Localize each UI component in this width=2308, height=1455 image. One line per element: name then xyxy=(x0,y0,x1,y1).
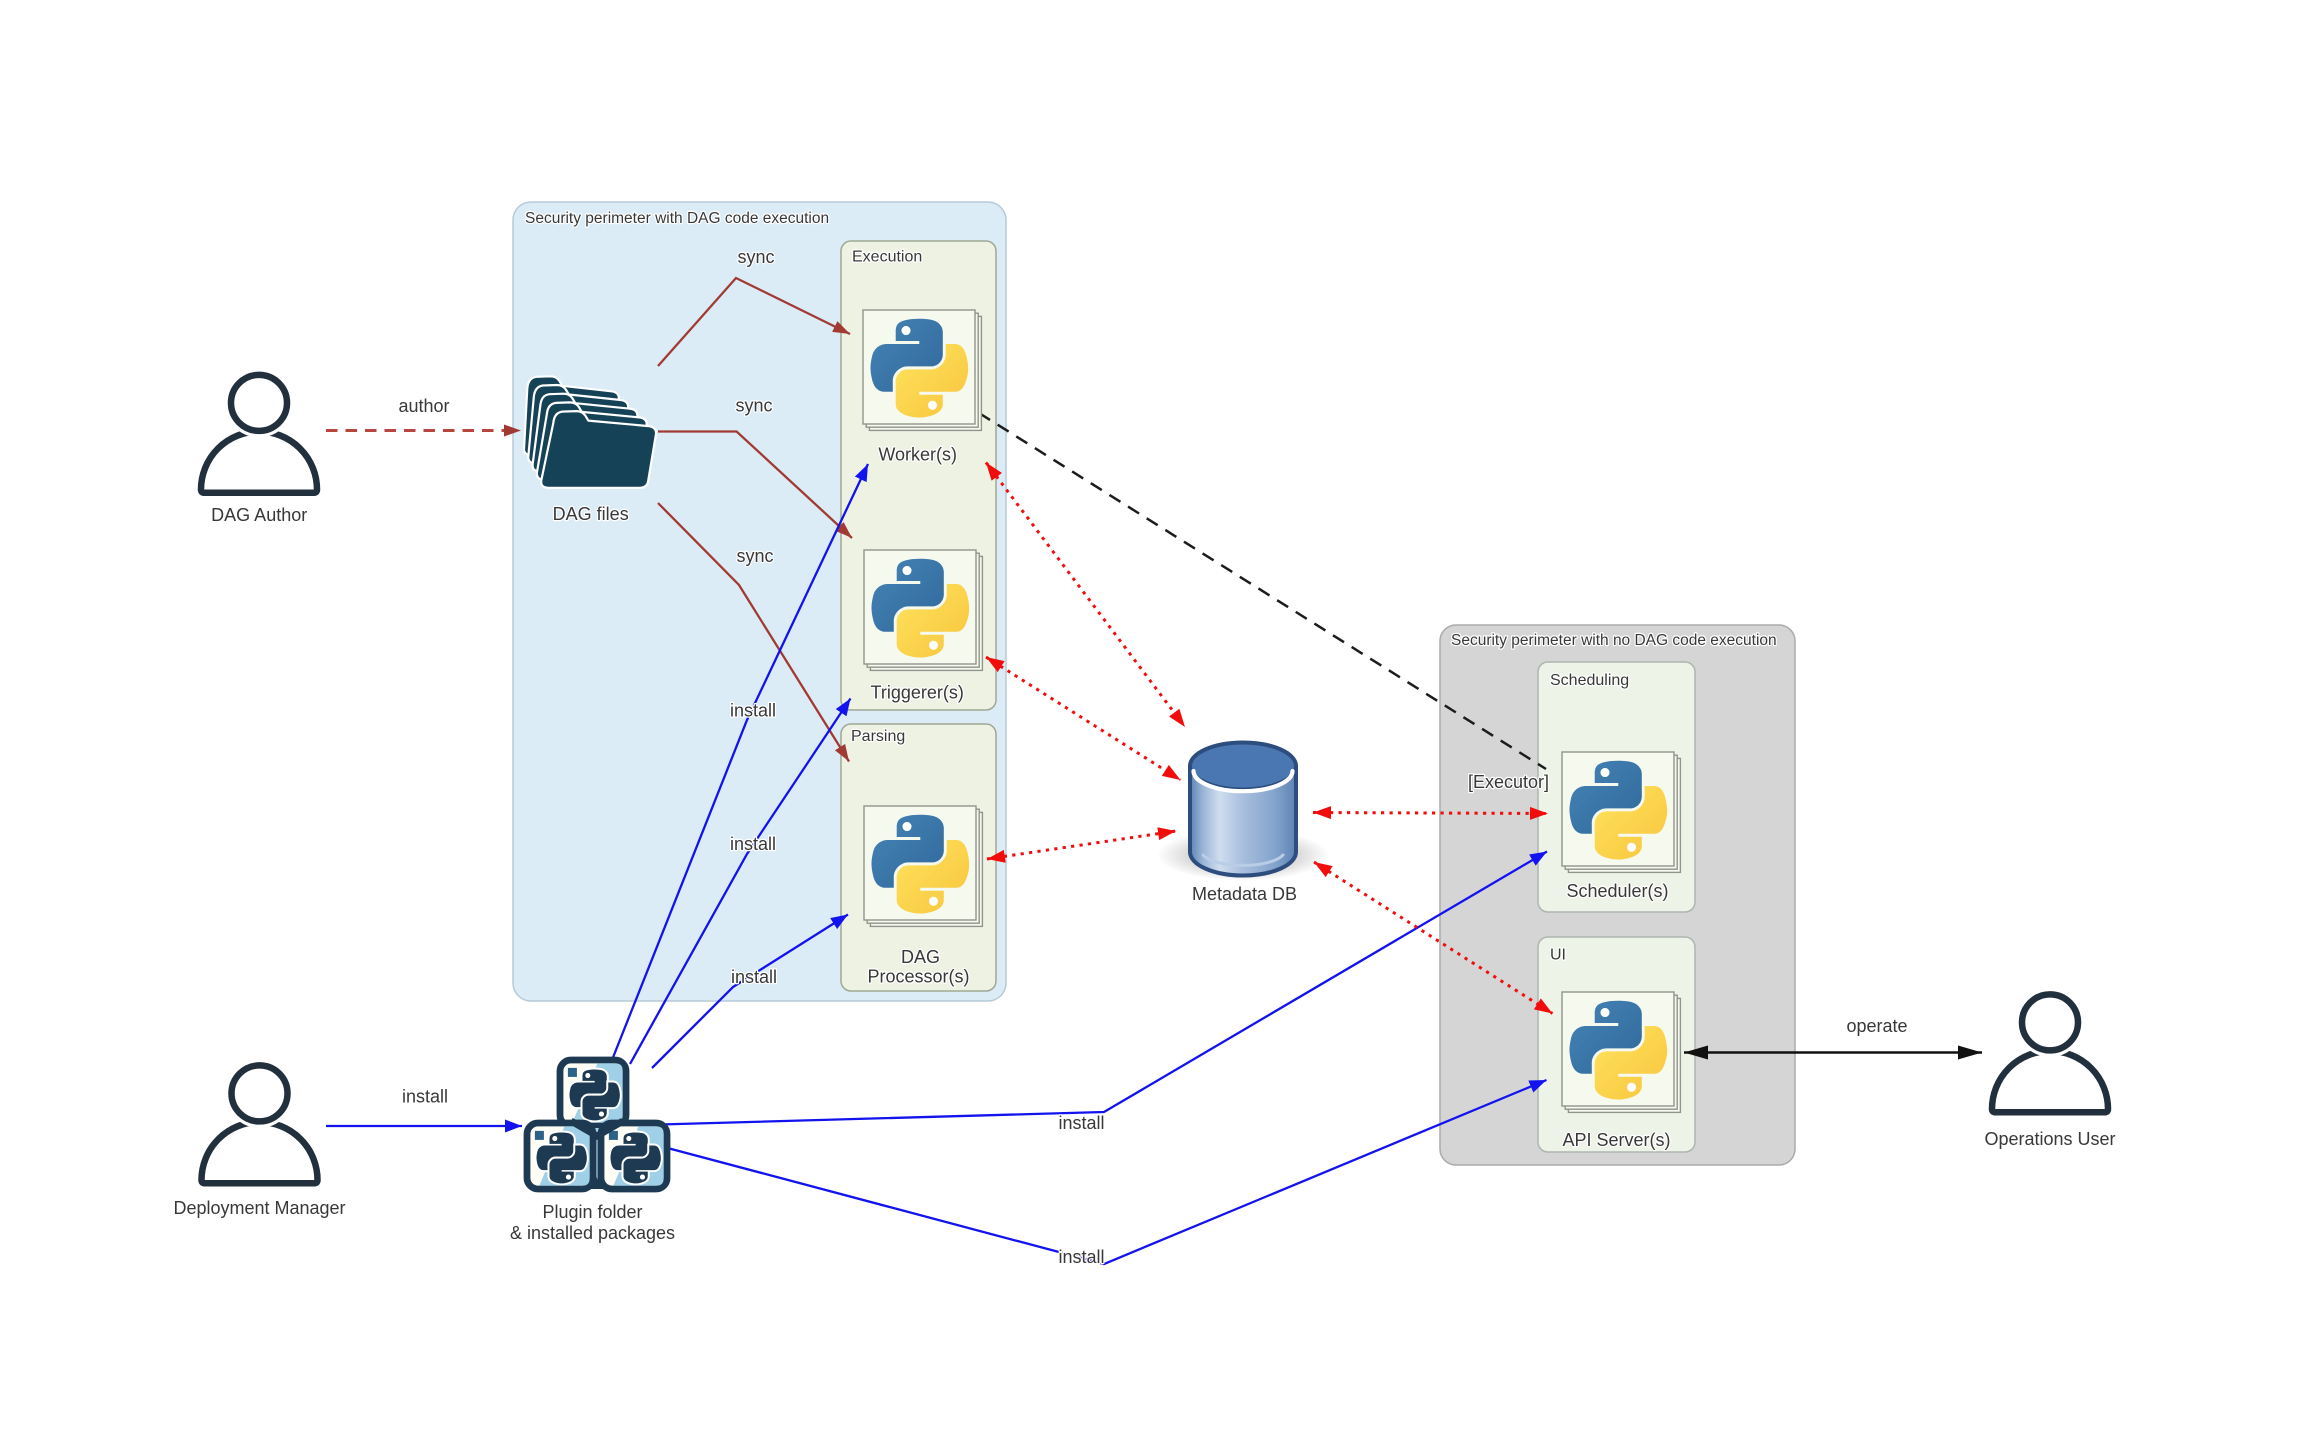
svg-text:Operations User: Operations User xyxy=(1984,1129,2115,1149)
svg-text:Security perimeter with DAG co: Security perimeter with DAG code executi… xyxy=(525,210,829,227)
svg-text:Scheduler(s): Scheduler(s) xyxy=(1566,881,1668,901)
svg-text:Metadata DB: Metadata DB xyxy=(1192,884,1297,904)
svg-text:API Server(s): API Server(s) xyxy=(1562,1130,1670,1150)
svg-text:author: author xyxy=(398,396,449,416)
svg-text:install: install xyxy=(402,1087,448,1107)
svg-text:Deployment Manager: Deployment Manager xyxy=(173,1198,345,1218)
svg-text:sync: sync xyxy=(735,396,772,416)
svg-text:Execution: Execution xyxy=(852,249,922,266)
svg-text:operate: operate xyxy=(1846,1016,1907,1036)
svg-text:Plugin folder: Plugin folder xyxy=(542,1202,642,1222)
svg-text:sync: sync xyxy=(737,247,774,267)
svg-text:Triggerer(s): Triggerer(s) xyxy=(871,683,964,703)
svg-text:install: install xyxy=(1058,1247,1104,1267)
svg-text:& installed packages: & installed packages xyxy=(510,1223,675,1243)
svg-text:install: install xyxy=(730,701,776,721)
svg-text:UI: UI xyxy=(1550,947,1566,964)
svg-text:Security perimeter with no DAG: Security perimeter with no DAG code exec… xyxy=(1451,632,1777,649)
svg-text:sync: sync xyxy=(736,546,773,566)
svg-text:[Executor]: [Executor] xyxy=(1468,772,1549,792)
svg-text:install: install xyxy=(1058,1113,1104,1133)
svg-text:DAG Author: DAG Author xyxy=(211,505,307,525)
svg-text:Processor(s): Processor(s) xyxy=(867,967,969,987)
svg-text:Worker(s): Worker(s) xyxy=(878,445,957,465)
svg-text:DAG: DAG xyxy=(901,947,940,967)
svg-text:Scheduling: Scheduling xyxy=(1550,672,1629,689)
svg-text:install: install xyxy=(731,967,777,987)
svg-text:install: install xyxy=(730,834,776,854)
svg-text:Parsing: Parsing xyxy=(851,728,905,745)
svg-text:DAG files: DAG files xyxy=(553,504,629,524)
